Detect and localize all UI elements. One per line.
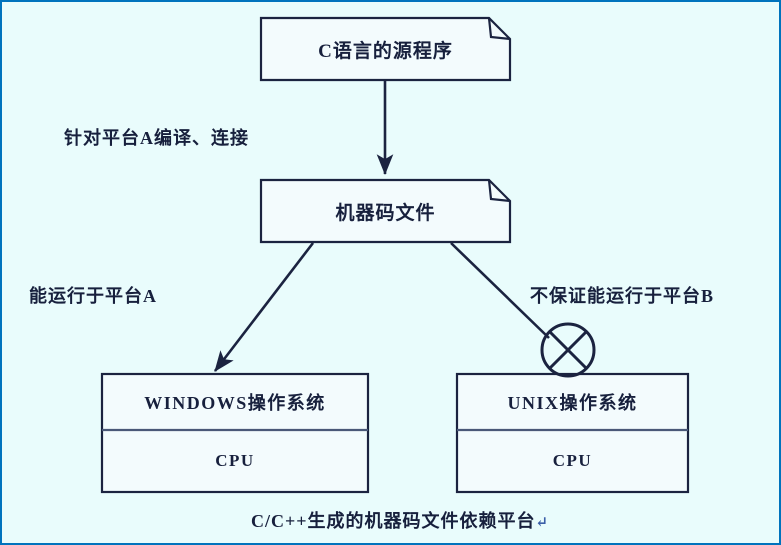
source-program-label: C语言的源程序 bbox=[318, 40, 453, 62]
unix-os-label: UNIX操作系统 bbox=[507, 393, 638, 413]
windows-os-label: WINDOWS操作系统 bbox=[144, 393, 326, 413]
blocked-circle-x-icon bbox=[540, 322, 596, 378]
windows-cpu-label: CPU bbox=[215, 451, 255, 470]
runs-on-platform-a-label: 能运行于平台A bbox=[29, 286, 157, 306]
not-guaranteed-platform-b-label: 不保证能运行于平台B bbox=[530, 286, 715, 306]
diagram-caption: C/C++生成的机器码文件依赖平台↵ bbox=[251, 507, 549, 533]
machine-code-file-label: 机器码文件 bbox=[335, 202, 436, 224]
runs-on-a-arrow bbox=[213, 242, 315, 372]
diagram-caption-text: C/C++生成的机器码文件依赖平台 bbox=[251, 511, 536, 531]
unix-cpu-label: CPU bbox=[552, 451, 593, 470]
paragraph-mark-icon: ↵ bbox=[535, 515, 550, 531]
compile-edge-label: 针对平台A编译、连接 bbox=[64, 128, 249, 148]
